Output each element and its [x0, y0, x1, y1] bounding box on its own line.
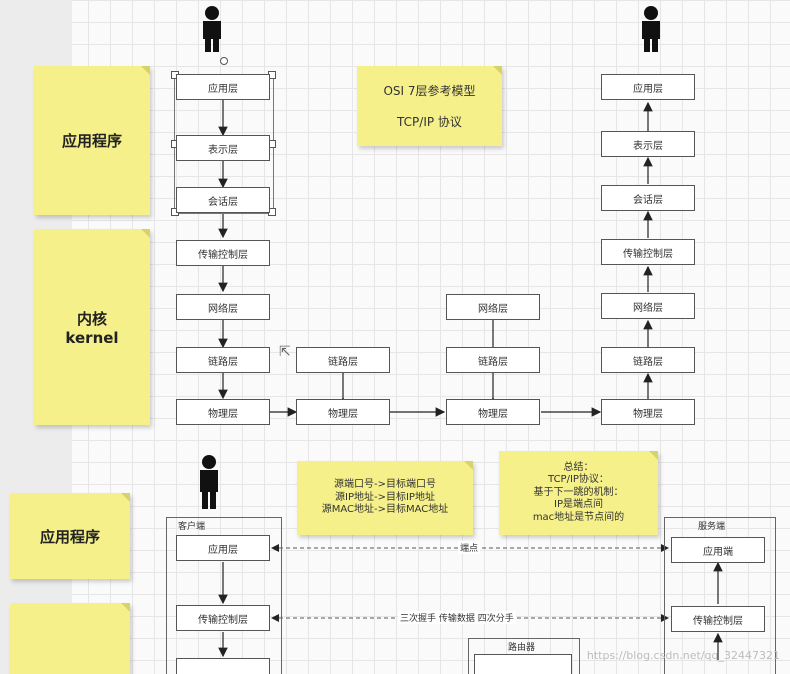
bottom-client-lower-layer[interactable]: [176, 658, 270, 674]
summary-line-5: mac地址是节点间的: [532, 511, 625, 523]
server-session-layer[interactable]: 会话层: [601, 185, 695, 211]
router2-physical-layer[interactable]: 物理层: [446, 399, 540, 425]
client-transport-layer[interactable]: 传输控制层: [176, 240, 270, 266]
bottom-client-application-layer[interactable]: 应用层: [176, 535, 270, 561]
server-application-layer[interactable]: 应用层: [601, 74, 695, 100]
summary-line-4: IP是端点间: [554, 499, 603, 511]
title-line-1: OSI 7层参考模型: [383, 84, 476, 98]
server-frame-label: 服务端: [698, 522, 726, 532]
bottom-server-transport-layer[interactable]: 传输控制层: [671, 606, 765, 632]
summary-line-2: TCP/IP协议：: [548, 474, 609, 486]
endpoint-label: 端点: [458, 541, 481, 554]
router-frame-label: 路由器: [508, 643, 536, 653]
server-transport-layer[interactable]: 传输控制层: [601, 239, 695, 265]
router-inner-layer[interactable]: [474, 654, 572, 674]
kernel-cn-text: 内核: [76, 309, 107, 328]
person-icon-server: [642, 6, 660, 52]
address-line-1: 源端口号->目标端口号: [334, 479, 436, 491]
router2-network-layer[interactable]: 网络层: [446, 294, 540, 320]
server-frame[interactable]: [664, 517, 776, 674]
kernel-en-text: kernel: [65, 328, 119, 347]
summary-note: 总结： TCP/IP协议： 基于下一跳的机制： IP是端点间 mac地址是节点间…: [499, 451, 658, 535]
server-network-layer[interactable]: 网络层: [601, 293, 695, 319]
person-icon-client: [203, 6, 221, 52]
client-network-layer[interactable]: 网络层: [176, 294, 270, 320]
address-note: 源端口号->目标端口号 源IP地址->目标IP地址 源MAC地址->目标MAC地…: [297, 461, 473, 535]
app-bottom-label: 应用程序: [10, 493, 130, 579]
server-presentation-layer[interactable]: 表示层: [601, 131, 695, 157]
router2-link-layer[interactable]: 链路层: [446, 347, 540, 373]
rotate-handle[interactable]: [220, 57, 228, 65]
bottom-server-application-layer[interactable]: 应用端: [671, 537, 765, 563]
client-physical-layer[interactable]: 物理层: [176, 399, 270, 425]
address-line-3: 源MAC地址->目标MAC地址: [321, 504, 449, 516]
bottom-client-transport-layer[interactable]: 传输控制层: [176, 605, 270, 631]
router1-link-layer[interactable]: 链路层: [296, 347, 390, 373]
summary-line-3: 基于下一跳的机制：: [533, 486, 624, 498]
client-frame[interactable]: [166, 517, 282, 674]
handshake-label: 三次握手 传输数据 四次分手: [398, 611, 516, 624]
title-note: OSI 7层参考模型 TCP/IP 协议: [357, 66, 502, 146]
server-link-layer[interactable]: 链路层: [601, 347, 695, 373]
client-session-layer[interactable]: 会话层: [176, 187, 270, 213]
router1-physical-layer[interactable]: 物理层: [296, 399, 390, 425]
watermark: https://blog.csdn.net/qq_32447321: [586, 649, 780, 662]
kernel-label: 内核 kernel: [34, 229, 150, 425]
client-presentation-layer[interactable]: 表示层: [176, 135, 270, 161]
client-application-layer[interactable]: 应用层: [176, 74, 270, 100]
server-physical-layer[interactable]: 物理层: [601, 399, 695, 425]
mouse-cursor-icon: ⇱: [279, 344, 291, 360]
person-icon-bottom: [200, 455, 218, 509]
client-frame-label: 客户端: [178, 522, 206, 532]
title-line-2: TCP/IP 协议: [397, 115, 462, 129]
address-line-2: 源IP地址->目标IP地址: [335, 491, 435, 503]
summary-line-1: 总结：: [563, 461, 594, 473]
client-link-layer[interactable]: 链路层: [176, 347, 270, 373]
app-layer-label: 应用程序: [34, 66, 150, 215]
router-frame[interactable]: [468, 638, 580, 674]
bottom-blank-note: [10, 603, 130, 674]
